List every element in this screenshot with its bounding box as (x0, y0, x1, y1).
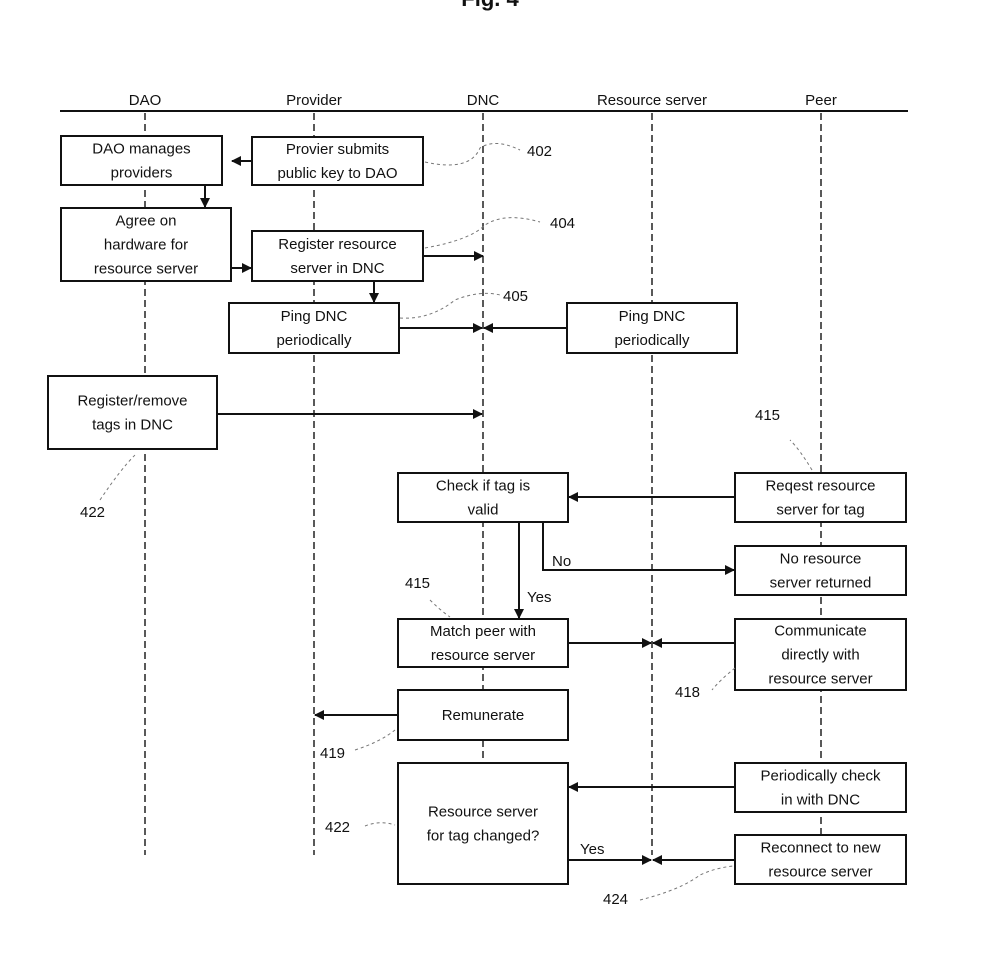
reference-numeral: 419 (320, 745, 345, 762)
box-text: valid (468, 502, 499, 519)
box-text: server returned (770, 575, 872, 592)
box-text: public key to DAO (277, 165, 397, 182)
lane-label-peer: Peer (805, 92, 837, 109)
box-text: Remunerate (442, 707, 525, 724)
reference-leader-line (640, 866, 733, 900)
box-remunerate: Remunerate (398, 690, 568, 740)
box-text: Resource server (428, 804, 538, 821)
box-provider-submits: Provier submits public key to DAO (252, 137, 423, 185)
box-text: Check if tag is (436, 478, 530, 495)
box-communicate: Communicate directly with resource server (735, 619, 906, 690)
lane-label-resource-server: Resource server (597, 92, 707, 109)
box-agree-hardware: Agree on hardware for resource server (61, 208, 231, 281)
box-text: Agree on (116, 213, 177, 230)
box-ping-rs: Ping DNC periodically (567, 303, 737, 353)
box-text: Provier submits (286, 141, 389, 158)
reference-leader-line (355, 730, 395, 750)
box-text: Periodically check (760, 768, 881, 785)
box-dao-manages: DAO manages providers (61, 136, 222, 185)
lane-label-dao: DAO (129, 92, 162, 109)
edge-label-yes1: Yes (527, 589, 551, 606)
reference-numeral: 404 (550, 215, 575, 232)
box-reconnect: Reconnect to new resource server (735, 835, 906, 884)
reference-numeral: 405 (503, 288, 528, 305)
box-text: server in DNC (290, 260, 384, 277)
box-text: server for tag (776, 502, 864, 519)
reference-numeral: 418 (675, 684, 700, 701)
box-text: tags in DNC (92, 417, 173, 434)
reference-leader-line (400, 293, 500, 318)
box-text: DAO manages (92, 141, 190, 158)
reference-leader-line (100, 455, 135, 500)
figure-title: Fig. 4 (461, 0, 519, 11)
box-outline (48, 376, 217, 449)
box-outline (398, 763, 568, 884)
flow-arrow (543, 522, 734, 570)
reference-numeral: 422 (80, 504, 105, 521)
edge-label-yes2: Yes (580, 841, 604, 858)
box-text: Register/remove (77, 393, 187, 410)
reference-numeral: 422 (325, 819, 350, 836)
box-register-tags: Register/remove tags in DNC (48, 376, 217, 449)
box-ping-provider: Ping DNC periodically (229, 303, 399, 353)
box-text: hardware for (104, 237, 188, 254)
reference-leader-line (425, 143, 520, 164)
box-text: Ping DNC (281, 308, 348, 325)
box-request-rs: Reqest resource server for tag (735, 473, 906, 522)
reference-numeral: 424 (603, 891, 628, 908)
reference-leader-line (425, 218, 540, 248)
box-text: resource server (431, 647, 535, 664)
box-text: No resource (780, 551, 862, 568)
box-text: resource server (768, 671, 872, 688)
reference-numeral: 415 (405, 575, 430, 592)
reference-leader-line (365, 823, 395, 826)
box-text: resource server (768, 864, 872, 881)
box-text: directly with (781, 647, 859, 664)
reference-numeral: 415 (755, 407, 780, 424)
box-no-rs: No resource server returned (735, 546, 906, 595)
box-text: Reqest resource (765, 478, 875, 495)
box-text: Communicate (774, 623, 867, 640)
box-text: Reconnect to new (760, 840, 880, 857)
lane-label-provider: Provider (286, 92, 342, 109)
reference-leader-line (430, 600, 450, 617)
box-register-rs: Register resource server in DNC (252, 231, 423, 281)
box-match-peer: Match peer with resource server (398, 619, 568, 667)
reference-leader-line (712, 668, 735, 690)
box-text: periodically (614, 332, 690, 349)
box-text: resource server (94, 261, 198, 278)
reference-numeral: 402 (527, 143, 552, 160)
box-text: Register resource (278, 236, 396, 253)
box-text: Match peer with (430, 623, 536, 640)
box-text: in with DNC (781, 792, 860, 809)
box-text: for tag changed? (427, 828, 540, 845)
lane-label-dnc: DNC (467, 92, 500, 109)
box-text: Ping DNC (619, 308, 686, 325)
box-text: providers (111, 165, 173, 182)
box-check-tag: Check if tag is valid (398, 473, 568, 522)
box-text: periodically (276, 332, 352, 349)
reference-leader-line (790, 440, 812, 470)
box-rs-changed: Resource server for tag changed? (398, 763, 568, 884)
edge-label-no: No (552, 553, 571, 570)
box-periodic-check: Periodically check in with DNC (735, 763, 906, 812)
